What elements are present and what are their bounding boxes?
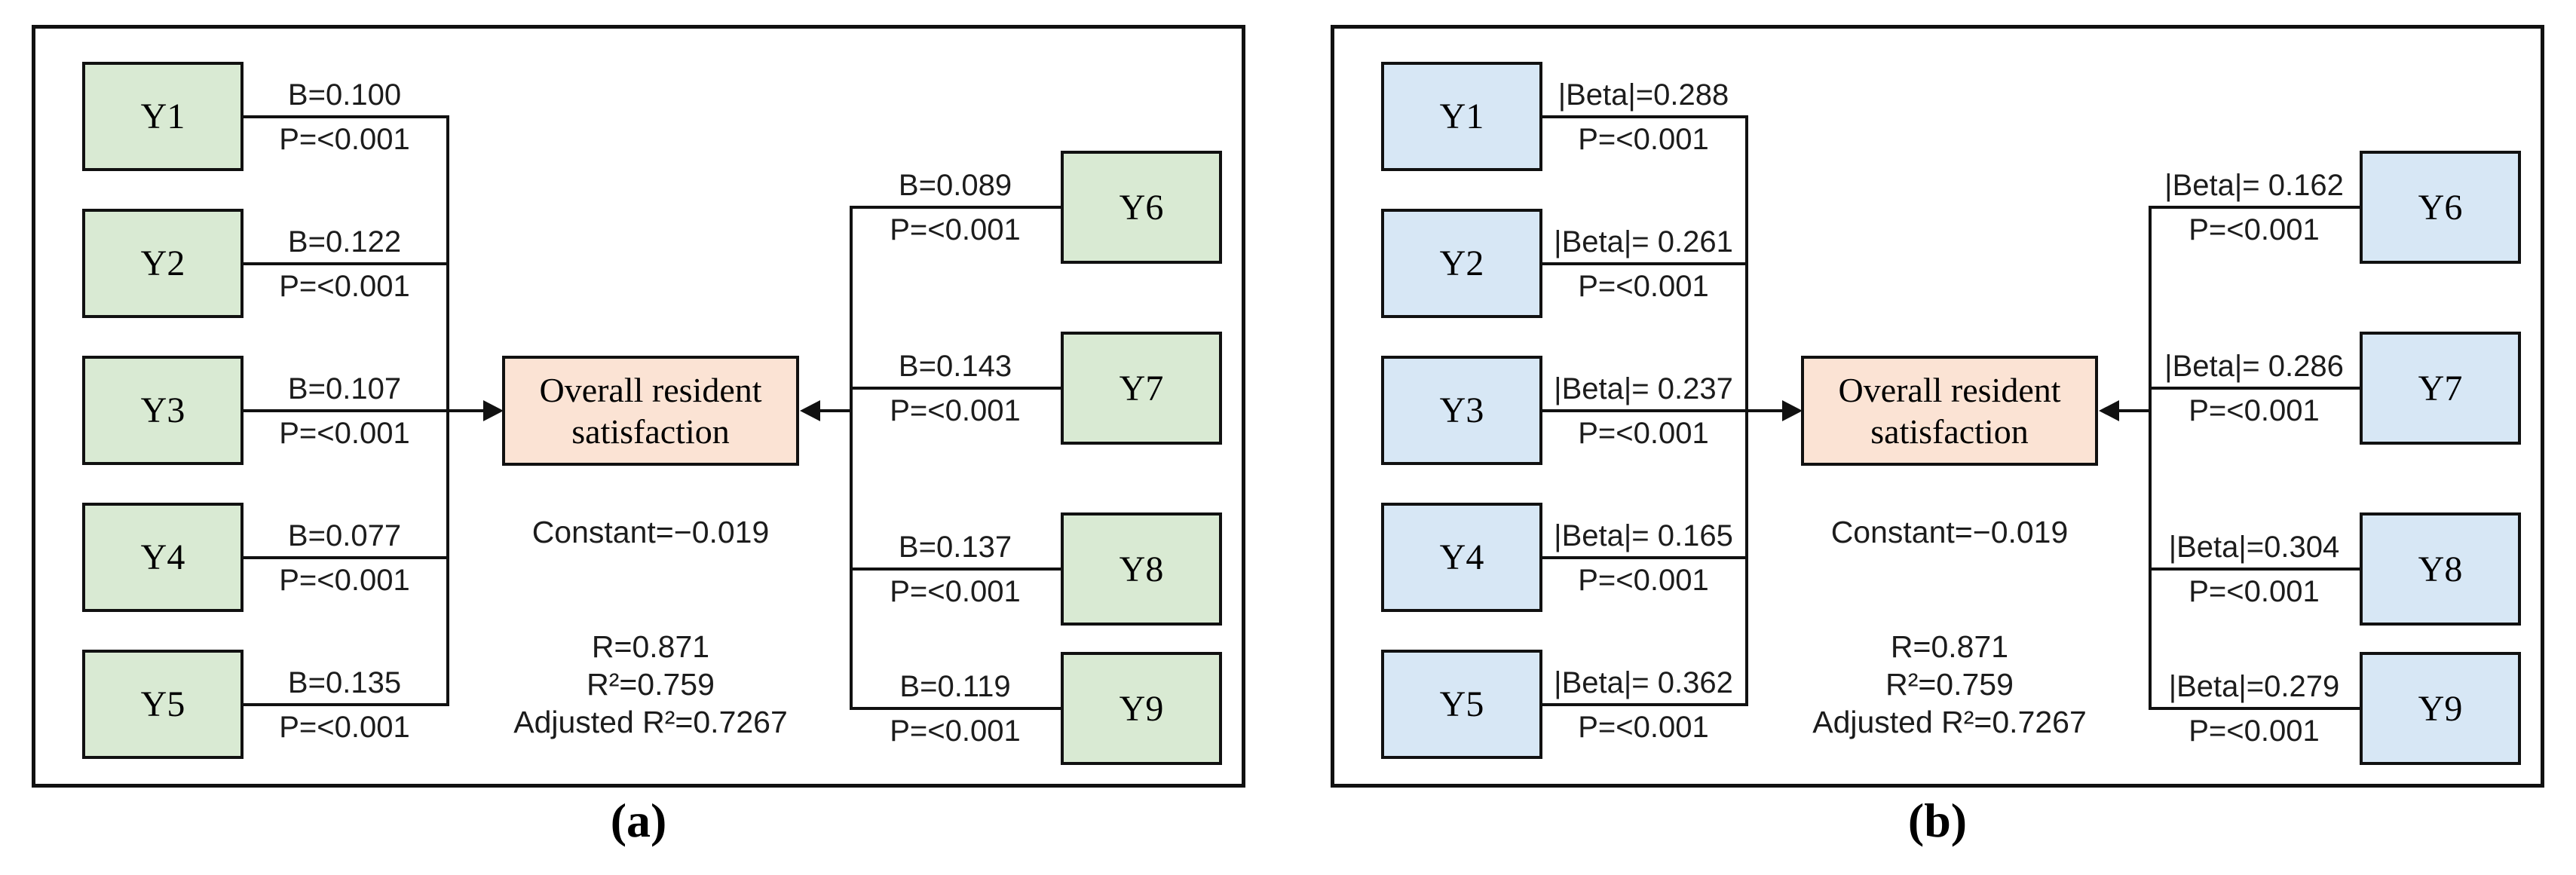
constant-label: Constant=−0.019 bbox=[1830, 515, 2069, 549]
arrowhead-into-center-right-icon bbox=[2099, 400, 2119, 421]
connector-line-y1 bbox=[1542, 115, 1745, 118]
arrow-line-into-center-right bbox=[2118, 409, 2149, 412]
connector-line-y3 bbox=[244, 409, 486, 412]
connector-line-y4 bbox=[244, 556, 446, 559]
p-label-y9: P=<0.001 bbox=[890, 714, 1021, 748]
connector-line-y7 bbox=[850, 387, 1061, 390]
node-y3: Y3 bbox=[82, 356, 244, 465]
coef-label-y1: |Beta|=0.288 bbox=[1558, 78, 1729, 112]
caption-a: (a) bbox=[610, 794, 667, 847]
connector-line-y7 bbox=[2149, 387, 2360, 390]
p-label-y8: P=<0.001 bbox=[2189, 575, 2320, 608]
stat-line-r: R=0.871 bbox=[591, 629, 710, 664]
coef-label-y7: B=0.143 bbox=[898, 350, 1012, 383]
caption-b: (b) bbox=[1907, 794, 1968, 847]
center-node: Overall resident satisfaction bbox=[502, 356, 799, 466]
p-label-y1: P=<0.001 bbox=[279, 123, 410, 156]
right-bus-line bbox=[2149, 206, 2152, 710]
node-y9: Y9 bbox=[2360, 652, 2521, 765]
p-label-y3: P=<0.001 bbox=[279, 417, 410, 450]
node-y7: Y7 bbox=[2360, 332, 2521, 445]
p-label-y6: P=<0.001 bbox=[2189, 213, 2320, 246]
left-bus-line bbox=[446, 115, 449, 706]
center-node: Overall resident satisfaction bbox=[1801, 356, 2098, 466]
coef-label-y6: |Beta|= 0.162 bbox=[2164, 169, 2344, 202]
p-label-y2: P=<0.001 bbox=[279, 270, 410, 303]
coef-label-y8: B=0.137 bbox=[898, 531, 1012, 564]
coef-label-y3: B=0.107 bbox=[287, 372, 402, 405]
stats-block: R=0.871 R²=0.759 Adjusted R²=0.7267 bbox=[1761, 628, 2138, 741]
node-y6: Y6 bbox=[2360, 151, 2521, 264]
arrow-line-into-center-right bbox=[819, 409, 850, 412]
connector-line-y2 bbox=[244, 262, 446, 265]
p-label-y4: P=<0.001 bbox=[279, 564, 410, 597]
node-y5: Y5 bbox=[1381, 650, 1542, 759]
p-label-y3: P=<0.001 bbox=[1578, 417, 1709, 450]
connector-line-y6 bbox=[2149, 206, 2360, 209]
coef-label-y4: |Beta|= 0.165 bbox=[1554, 519, 1733, 552]
connector-line-y5 bbox=[1542, 703, 1745, 706]
node-y6: Y6 bbox=[1061, 151, 1222, 264]
node-y9: Y9 bbox=[1061, 652, 1222, 765]
node-y2: Y2 bbox=[1381, 209, 1542, 318]
connector-line-y8 bbox=[850, 568, 1061, 571]
arrowhead-into-center-left-icon bbox=[483, 400, 504, 421]
node-y4: Y4 bbox=[1381, 503, 1542, 612]
coef-label-y9: B=0.119 bbox=[899, 670, 1011, 703]
p-label-y8: P=<0.001 bbox=[890, 575, 1021, 608]
p-label-y2: P=<0.001 bbox=[1578, 270, 1709, 303]
p-label-y7: P=<0.001 bbox=[890, 394, 1021, 427]
coef-label-y6: B=0.089 bbox=[898, 169, 1012, 202]
coef-label-y2: B=0.122 bbox=[287, 225, 402, 259]
stat-line-r2: R²=0.759 bbox=[587, 667, 715, 702]
node-y5: Y5 bbox=[82, 650, 244, 759]
node-y2: Y2 bbox=[82, 209, 244, 318]
p-label-y6: P=<0.001 bbox=[890, 213, 1021, 246]
coef-label-y2: |Beta|= 0.261 bbox=[1554, 225, 1733, 259]
arrowhead-into-center-right-icon bbox=[800, 400, 820, 421]
p-label-y5: P=<0.001 bbox=[279, 711, 410, 744]
p-label-y9: P=<0.001 bbox=[2189, 714, 2320, 748]
coef-label-y8: |Beta|=0.304 bbox=[2168, 531, 2340, 564]
node-y8: Y8 bbox=[1061, 512, 1222, 626]
stat-line-r: R=0.871 bbox=[1890, 629, 2009, 664]
connector-line-y4 bbox=[1542, 556, 1745, 559]
constant-label: Constant=−0.019 bbox=[531, 515, 770, 549]
node-y8: Y8 bbox=[2360, 512, 2521, 626]
connector-line-y3 bbox=[1542, 409, 1785, 412]
stats-block: R=0.871 R²=0.759 Adjusted R²=0.7267 bbox=[462, 628, 839, 741]
coef-label-y7: |Beta|= 0.286 bbox=[2164, 350, 2344, 383]
p-label-y5: P=<0.001 bbox=[1578, 711, 1709, 744]
connector-line-y6 bbox=[850, 206, 1061, 209]
coef-label-y3: |Beta|= 0.237 bbox=[1554, 372, 1733, 405]
connector-line-y9 bbox=[850, 707, 1061, 710]
stat-line-r2: R²=0.759 bbox=[1885, 667, 2014, 702]
node-y4: Y4 bbox=[82, 503, 244, 612]
p-label-y4: P=<0.001 bbox=[1578, 564, 1709, 597]
node-y7: Y7 bbox=[1061, 332, 1222, 445]
connector-line-y5 bbox=[244, 703, 446, 706]
coef-label-y9: |Beta|=0.279 bbox=[2168, 670, 2340, 703]
left-bus-line bbox=[1745, 115, 1748, 706]
node-y1: Y1 bbox=[82, 62, 244, 171]
panel-b: Y1 Y2 Y3 Y4 Y5 Y6 Y7 Y8 Y9 |Beta|=0.288 … bbox=[1331, 25, 2544, 788]
arrowhead-into-center-left-icon bbox=[1782, 400, 1803, 421]
connector-line-y1 bbox=[244, 115, 446, 118]
p-label-y7: P=<0.001 bbox=[2189, 394, 2320, 427]
coef-label-y5: |Beta|= 0.362 bbox=[1554, 666, 1733, 699]
connector-line-y9 bbox=[2149, 707, 2360, 710]
coef-label-y4: B=0.077 bbox=[287, 519, 402, 552]
connector-line-y8 bbox=[2149, 568, 2360, 571]
coef-label-y1: B=0.100 bbox=[287, 78, 402, 112]
p-label-y1: P=<0.001 bbox=[1578, 123, 1709, 156]
right-bus-line bbox=[850, 206, 853, 710]
node-y3: Y3 bbox=[1381, 356, 1542, 465]
stat-line-adjusted-r2: Adjusted R²=0.7267 bbox=[513, 705, 788, 740]
stat-line-adjusted-r2: Adjusted R²=0.7267 bbox=[1812, 705, 2087, 740]
coef-label-y5: B=0.135 bbox=[287, 666, 402, 699]
node-y1: Y1 bbox=[1381, 62, 1542, 171]
connector-line-y2 bbox=[1542, 262, 1745, 265]
panel-a: Y1 Y2 Y3 Y4 Y5 Y6 Y7 Y8 Y9 B=0.100 P=<0.… bbox=[32, 25, 1245, 788]
